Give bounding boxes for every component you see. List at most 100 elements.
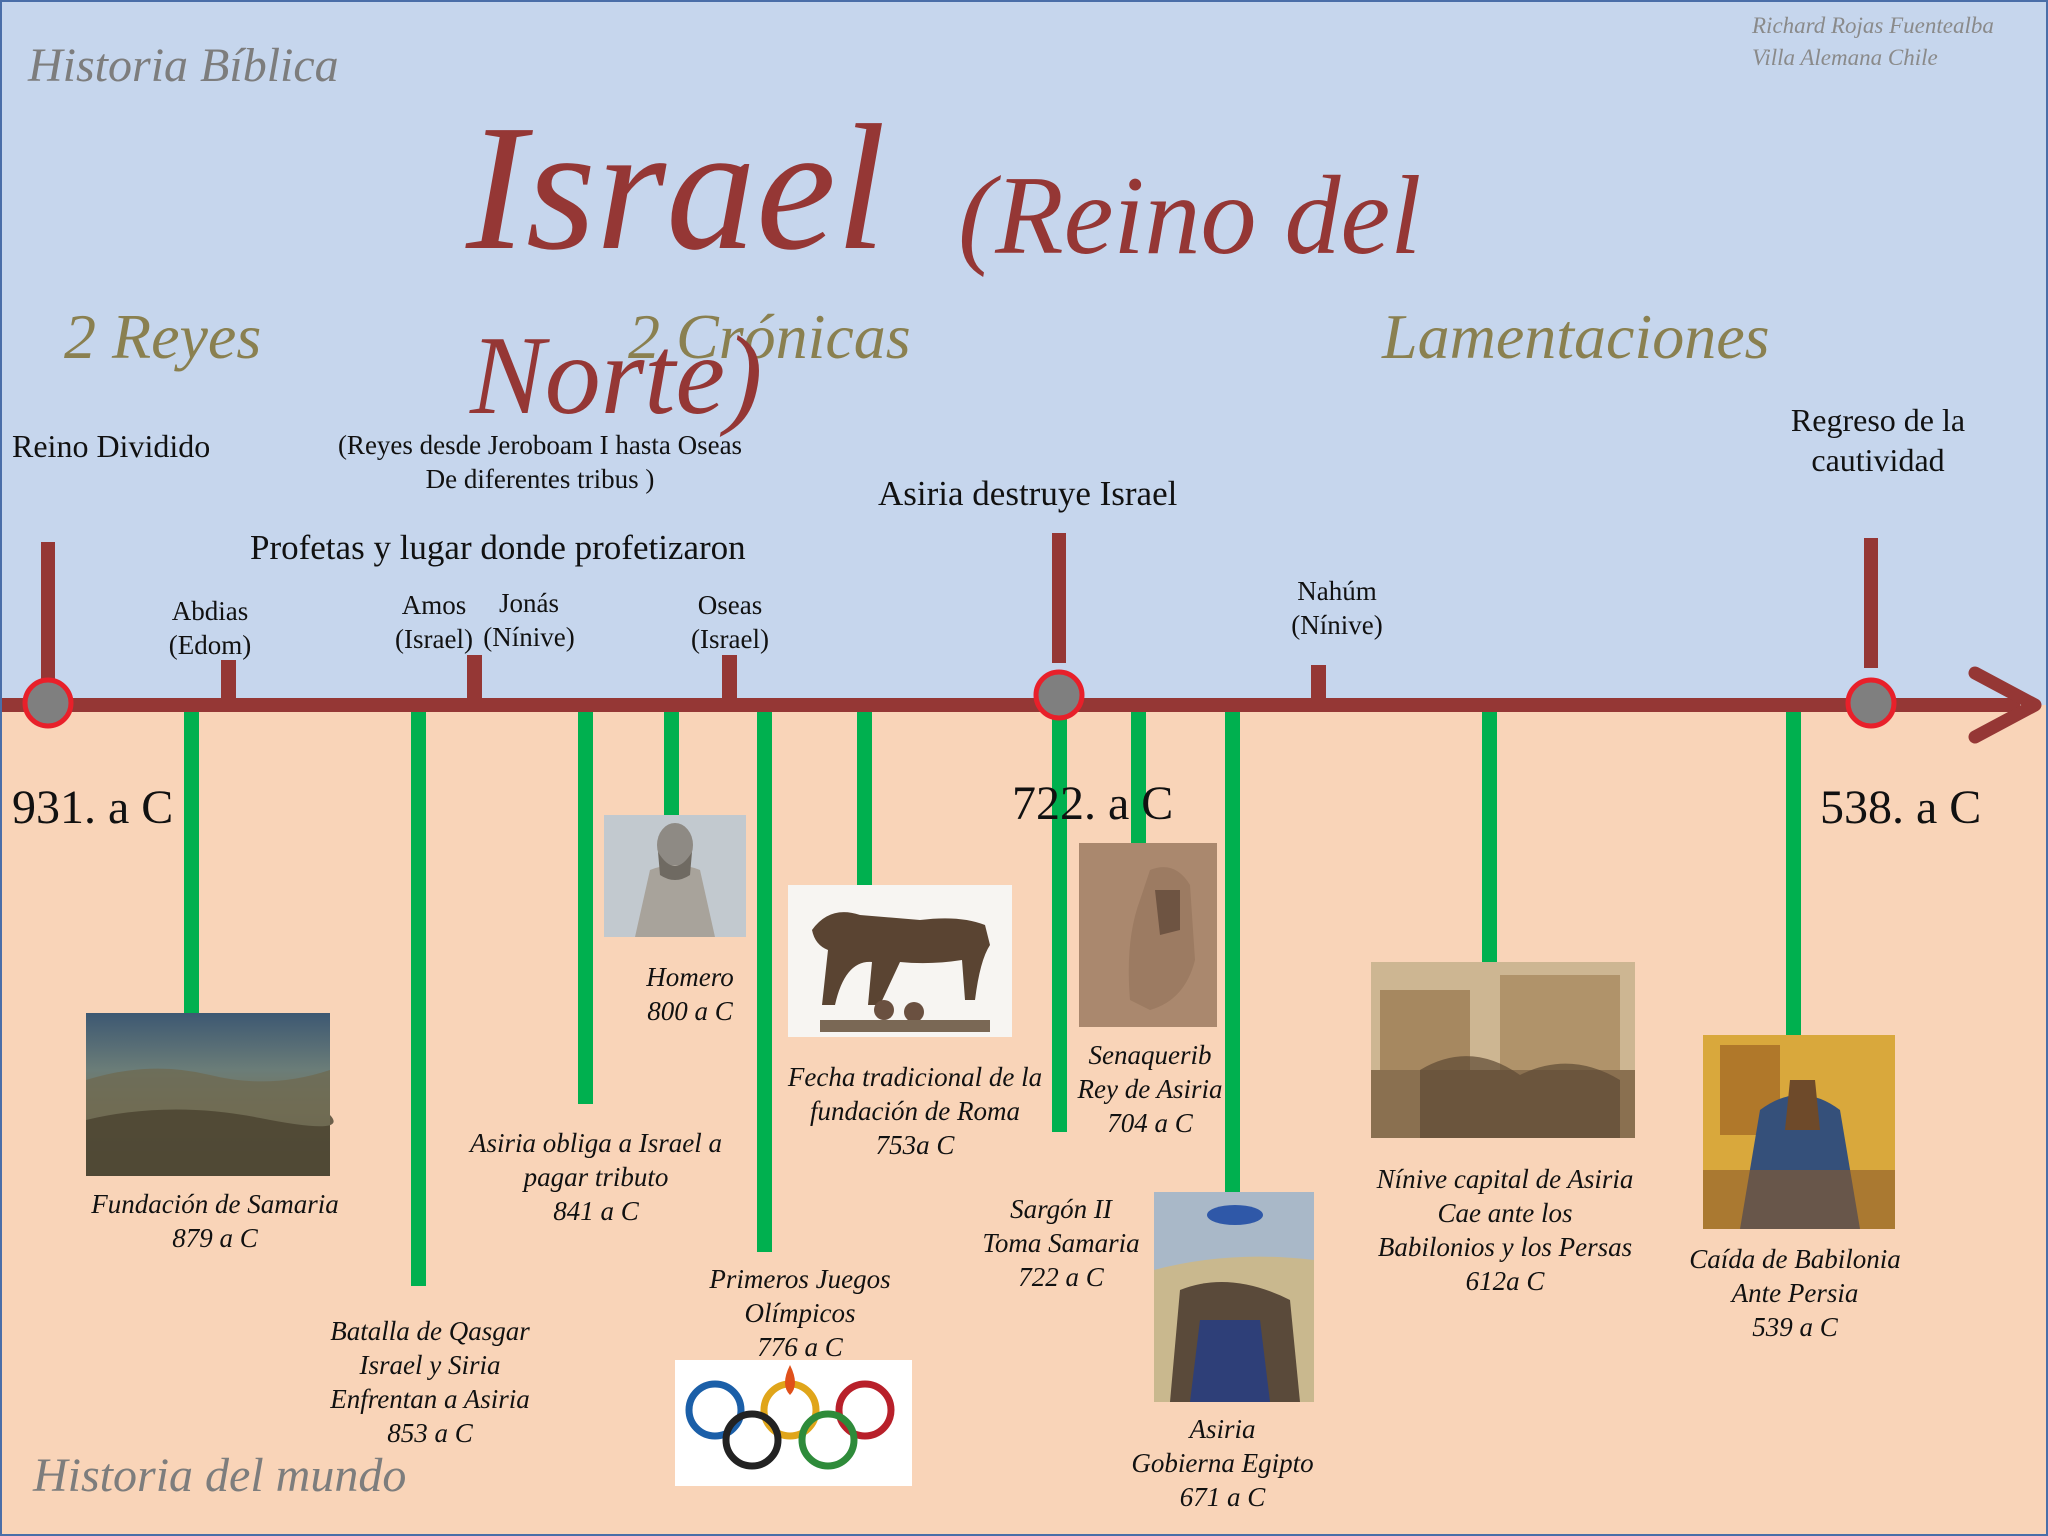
prophet-place: (Israel)	[691, 624, 769, 654]
babylon-fall-image	[1703, 1035, 1895, 1229]
marker-722	[1033, 669, 1085, 721]
event-date: 841 a C	[553, 1196, 639, 1226]
event-detail: Toma Samaria	[982, 1228, 1140, 1258]
label-regreso-line1: Regreso de la	[1790, 402, 1966, 438]
event-ninive: Nínive capital de Asiria Cae ante los Ba…	[1350, 1162, 1660, 1298]
prophet-place: (Israel)	[395, 624, 473, 654]
nineveh-siege-image	[1371, 962, 1635, 1138]
tick-nahum	[1311, 665, 1326, 700]
event-title: Batalla de Qasgar	[330, 1316, 530, 1346]
tick-722	[1052, 533, 1066, 663]
marker-931	[22, 677, 74, 729]
tick-abdias	[221, 660, 236, 700]
prophet-place: (Nínive)	[1291, 610, 1383, 640]
event-title: Fecha tradicional de la	[787, 1062, 1043, 1092]
label-reyes-range: (Reyes desde Jeroboam I hasta Oseas De d…	[300, 428, 780, 496]
label-profetas: Profetas y lugar donde profetizaron	[250, 528, 746, 567]
event-egipto: Asiria Gobierna Egipto 671 a C	[1110, 1412, 1335, 1514]
event-detail: Ante Persia	[1731, 1278, 1859, 1308]
event-detail: Olímpicos	[744, 1298, 856, 1328]
book-lamentaciones: Lamentaciones	[1382, 301, 1770, 372]
prophet-oseas: Oseas (Israel)	[672, 588, 788, 656]
label-asiria-destruye: Asiria destruye Israel	[878, 474, 1178, 513]
prophet-name: Jonás	[499, 588, 559, 618]
event-date: 704 a C	[1107, 1108, 1193, 1138]
event-title: Asiria obliga a Israel a	[469, 1128, 722, 1158]
event-line-olimpicos	[757, 708, 772, 1252]
tick-931	[41, 542, 55, 692]
event-title: Senaquerib	[1088, 1040, 1212, 1070]
event-homero: Homero 800 a C	[610, 960, 770, 1028]
event-detail: Enfrentan a Asiria	[330, 1384, 530, 1414]
event-title: Asiria	[1189, 1414, 1256, 1444]
event-date: 722 a C	[1018, 1262, 1104, 1292]
event-line-egipto	[1225, 708, 1240, 1194]
prophet-name: Oseas	[697, 590, 763, 620]
event-detail: fundación de Roma	[810, 1096, 1020, 1126]
author-location: Villa Alemana Chile	[1752, 45, 1938, 70]
olympic-rings-image	[675, 1360, 912, 1486]
page-title: Israel	[466, 88, 886, 287]
event-qasgar: Batalla de Qasgar Israel y Siria Enfrent…	[280, 1314, 580, 1450]
prophet-jonas: Jonás (Nínive)	[474, 586, 584, 654]
event-line-homero	[664, 708, 679, 818]
event-date: 753a C	[875, 1130, 955, 1160]
year-722: 722. a C	[1012, 777, 1174, 830]
event-samaria: Fundación de Samaria 879 a C	[60, 1187, 370, 1255]
page-subtitle-line2: Norte)	[470, 314, 763, 438]
event-title: Primeros Juegos	[709, 1264, 891, 1294]
event-babilonia: Caída de Babilonia Ante Persia 539 a C	[1665, 1242, 1925, 1344]
event-line-roma	[857, 708, 872, 888]
event-line-qasgar	[411, 708, 426, 1286]
event-detail: Rey de Asiria	[1077, 1074, 1223, 1104]
event-detail: Gobierna Egipto	[1131, 1448, 1314, 1478]
event-tributo: Asiria obliga a Israel a pagar tributo 8…	[436, 1126, 756, 1228]
tick-oseas	[722, 655, 737, 700]
label-regreso: Regreso de la cautividad	[1720, 400, 2036, 480]
event-senaquerib: Senaquerib Rey de Asiria 704 a C	[1060, 1038, 1240, 1140]
roman-wolf-image	[788, 885, 1012, 1037]
sennacherib-relief-image	[1079, 843, 1217, 1027]
samaria-landscape-image	[86, 1013, 334, 1176]
biblical-history-panel	[0, 0, 2048, 705]
prophet-name: Abdias	[171, 596, 249, 626]
year-931: 931. a C	[12, 781, 174, 834]
event-line-samaria	[184, 708, 199, 1014]
event-line-senaquerib	[1131, 708, 1146, 844]
event-detail: Cae ante los	[1437, 1198, 1573, 1228]
assyria-egypt-image	[1154, 1192, 1314, 1402]
event-line-tributo	[578, 708, 593, 1104]
book-2-reyes: 2 Reyes	[64, 301, 262, 372]
event-title: Homero	[646, 962, 734, 992]
event-date: 879 a C	[172, 1223, 258, 1253]
event-sargon: Sargón II Toma Samaria 722 a C	[956, 1192, 1166, 1294]
event-title: Caída de Babilonia	[1689, 1244, 1901, 1274]
prophet-name: Nahúm	[1297, 576, 1377, 606]
event-detail: pagar tributo	[523, 1162, 669, 1192]
prophet-place: (Edom)	[168, 630, 252, 660]
event-date: 776 a C	[757, 1332, 843, 1362]
event-olimpicos: Primeros Juegos Olímpicos 776 a C	[660, 1262, 940, 1364]
page-subtitle-line1: (Reino del	[958, 154, 1422, 278]
label-reyes-line1: (Reyes desde Jeroboam I hasta Oseas	[337, 430, 743, 460]
tick-538	[1864, 538, 1878, 668]
prophet-nahum: Nahúm (Nínive)	[1272, 574, 1402, 642]
event-date: 612a C	[1465, 1266, 1545, 1296]
prophet-name: Amos	[401, 590, 467, 620]
event-date: 671 a C	[1179, 1482, 1266, 1512]
homer-bust-image	[604, 815, 746, 937]
author-credit: Richard Rojas Fuentealba Villa Alemana C…	[1752, 10, 2022, 74]
label-reino-dividido: Reino Dividido	[12, 428, 211, 464]
event-line-ninive	[1482, 708, 1497, 964]
prophet-amos: Amos (Israel)	[376, 588, 492, 656]
event-roma: Fecha tradicional de la fundación de Rom…	[760, 1060, 1070, 1162]
section-title-biblical: Historia Bíblica	[28, 39, 339, 92]
event-line-sargon	[1052, 708, 1067, 1132]
marker-538	[1845, 677, 1897, 729]
event-title: Sargón II	[1010, 1194, 1112, 1224]
author-name: Richard Rojas Fuentealba	[1752, 13, 1994, 38]
prophet-place: (Nínive)	[483, 622, 575, 652]
timeline-axis	[0, 698, 2020, 712]
